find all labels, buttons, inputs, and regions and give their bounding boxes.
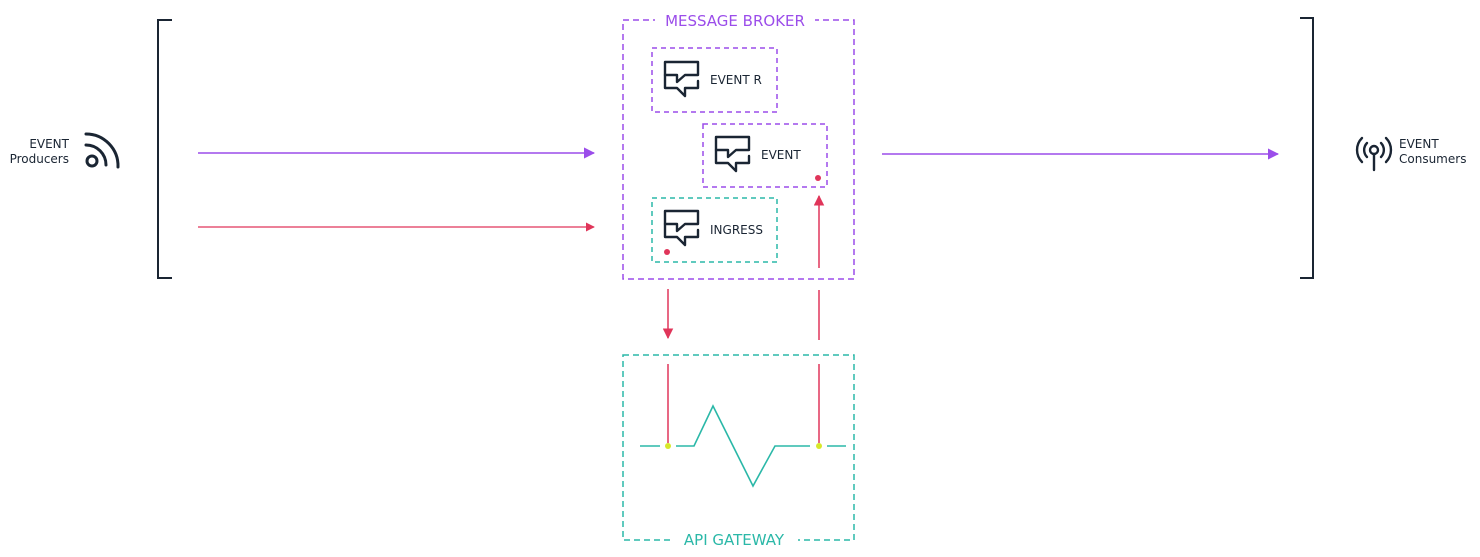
broadcast-icon [1355,136,1393,172]
event-consumers: EVENT Consumers [1355,136,1466,172]
producers-bracket [157,19,172,279]
broker-title-background [655,10,815,30]
chat-icon [663,209,700,247]
event-producers: EVENT Producers [10,132,120,169]
feed-icon [84,132,120,169]
queue-event-frame [702,123,828,188]
message-broker: MESSAGE BROKER EVENT R EVENT [622,10,855,280]
queue-event-r-label: EVENT R [710,73,762,87]
consumers-bracket [1300,17,1314,279]
broker-title: MESSAGE BROKER [665,12,805,30]
queue-event-r: EVENT R [651,47,778,113]
chat-icon [663,60,700,98]
chat-icon [714,135,751,173]
queue-event-connector-dot [815,175,821,181]
consumers-label-line2: Consumers [1399,152,1466,166]
queue-event-r-frame [651,47,778,113]
api-gateway: API GATEWAY [622,354,855,550]
gateway-inbound-dot [665,443,671,449]
queue-event: EVENT [702,123,828,188]
queue-ingress: INGRESS [651,197,778,263]
producers-label-line1: EVENT [29,137,69,151]
producers-label-line2: Producers [10,152,69,166]
queue-ingress-connector-dot [664,249,670,255]
consumers-label-line1: EVENT [1399,137,1439,151]
gateway-title: API GATEWAY [684,531,785,549]
gateway-title-background [670,528,798,550]
queue-ingress-frame [651,197,778,263]
gateway-outbound-dot [816,443,822,449]
pulse-icon [640,404,846,488]
queue-event-label: EVENT [761,148,801,162]
queue-ingress-label: INGRESS [710,223,763,237]
